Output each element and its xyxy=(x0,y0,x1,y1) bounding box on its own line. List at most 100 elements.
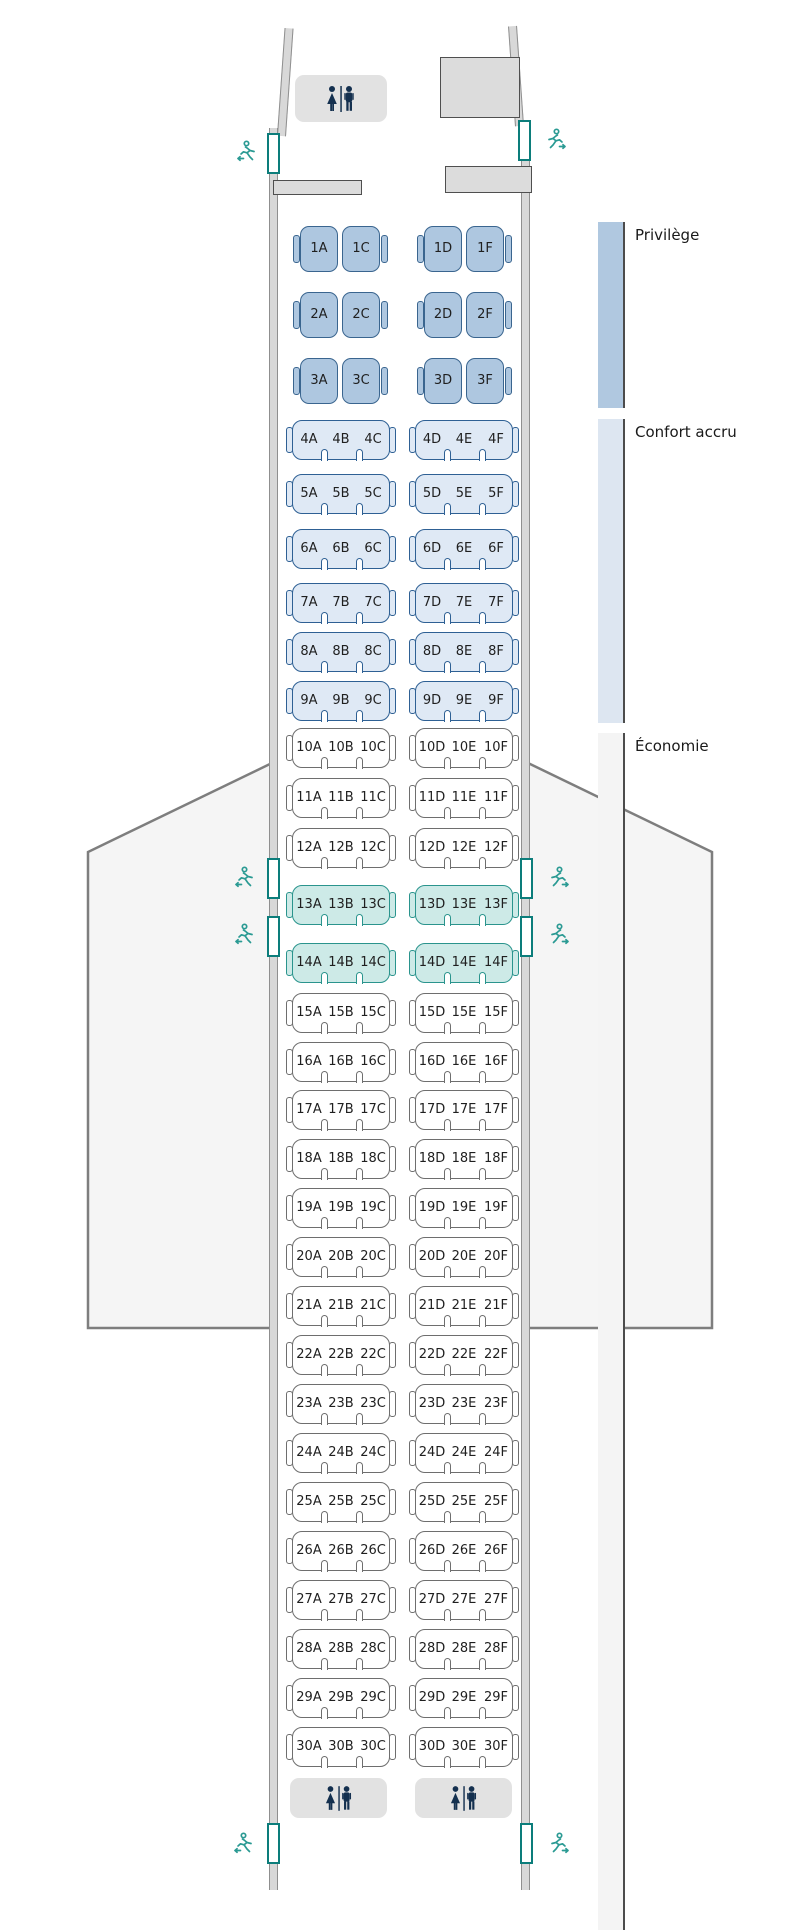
seat-12B[interactable]: 12B xyxy=(328,840,354,855)
seat-16A[interactable]: 16A xyxy=(296,1054,322,1069)
seat-14F[interactable]: 14F xyxy=(483,955,509,970)
seat-19F[interactable]: 19F xyxy=(483,1200,509,1215)
seat-8F[interactable]: 8F xyxy=(488,644,504,659)
seat-7C[interactable]: 7C xyxy=(364,595,382,610)
seat-19B[interactable]: 19B xyxy=(328,1200,354,1215)
seat-16C[interactable]: 16C xyxy=(360,1054,386,1069)
seat-15F[interactable]: 15F xyxy=(483,1005,509,1020)
seat-17C[interactable]: 17C xyxy=(360,1102,386,1117)
seat-26E[interactable]: 26E xyxy=(451,1543,477,1558)
seat-30D[interactable]: 30D xyxy=(418,1739,446,1754)
seat-24C[interactable]: 24C xyxy=(360,1445,386,1460)
seat-11A[interactable]: 11A xyxy=(296,790,322,805)
seat-17F[interactable]: 17F xyxy=(483,1102,509,1117)
seat-19D[interactable]: 19D xyxy=(418,1200,446,1215)
seat-18C[interactable]: 18C xyxy=(360,1151,386,1166)
seat-1F[interactable]: 1F xyxy=(466,226,504,272)
seat-25A[interactable]: 25A xyxy=(296,1494,322,1509)
seat-19A[interactable]: 19A xyxy=(296,1200,322,1215)
seat-5B[interactable]: 5B xyxy=(332,486,350,501)
seat-26F[interactable]: 26F xyxy=(483,1543,509,1558)
seat-22D[interactable]: 22D xyxy=(418,1347,446,1362)
seat-13A[interactable]: 13A xyxy=(296,897,322,912)
seat-20E[interactable]: 20E xyxy=(451,1249,477,1264)
seat-12C[interactable]: 12C xyxy=(360,840,386,855)
seat-23C[interactable]: 23C xyxy=(360,1396,386,1411)
seat-27D[interactable]: 27D xyxy=(418,1592,446,1607)
seat-23B[interactable]: 23B xyxy=(328,1396,354,1411)
seat-11B[interactable]: 11B xyxy=(328,790,354,805)
seat-21E[interactable]: 21E xyxy=(451,1298,477,1313)
seat-23F[interactable]: 23F xyxy=(483,1396,509,1411)
seat-30E[interactable]: 30E xyxy=(451,1739,477,1754)
seat-13B[interactable]: 13B xyxy=(328,897,354,912)
seat-25D[interactable]: 25D xyxy=(418,1494,446,1509)
seat-9C[interactable]: 9C xyxy=(364,693,382,708)
seat-7B[interactable]: 7B xyxy=(332,595,350,610)
seat-12D[interactable]: 12D xyxy=(418,840,446,855)
seat-12A[interactable]: 12A xyxy=(296,840,322,855)
seat-6A[interactable]: 6A xyxy=(300,541,318,556)
seat-22F[interactable]: 22F xyxy=(483,1347,509,1362)
seat-10F[interactable]: 10F xyxy=(483,740,509,755)
seat-8B[interactable]: 8B xyxy=(332,644,350,659)
seat-18F[interactable]: 18F xyxy=(483,1151,509,1166)
seat-4E[interactable]: 4E xyxy=(455,432,473,447)
seat-17E[interactable]: 17E xyxy=(451,1102,477,1117)
seat-8C[interactable]: 8C xyxy=(364,644,382,659)
seat-11D[interactable]: 11D xyxy=(418,790,446,805)
seat-26D[interactable]: 26D xyxy=(418,1543,446,1558)
seat-7A[interactable]: 7A xyxy=(300,595,318,610)
seat-12E[interactable]: 12E xyxy=(451,840,477,855)
seat-16D[interactable]: 16D xyxy=(418,1054,446,1069)
seat-29D[interactable]: 29D xyxy=(418,1690,446,1705)
seat-19E[interactable]: 19E xyxy=(451,1200,477,1215)
seat-29E[interactable]: 29E xyxy=(451,1690,477,1705)
seat-6D[interactable]: 6D xyxy=(422,541,442,556)
seat-25F[interactable]: 25F xyxy=(483,1494,509,1509)
seat-23E[interactable]: 23E xyxy=(451,1396,477,1411)
seat-27E[interactable]: 27E xyxy=(451,1592,477,1607)
seat-27A[interactable]: 27A xyxy=(296,1592,322,1607)
seat-9E[interactable]: 9E xyxy=(455,693,473,708)
seat-15E[interactable]: 15E xyxy=(451,1005,477,1020)
seat-15D[interactable]: 15D xyxy=(418,1005,446,1020)
seat-24B[interactable]: 24B xyxy=(328,1445,354,1460)
seat-26B[interactable]: 26B xyxy=(328,1543,354,1558)
seat-18E[interactable]: 18E xyxy=(451,1151,477,1166)
seat-9D[interactable]: 9D xyxy=(422,693,442,708)
seat-28D[interactable]: 28D xyxy=(418,1641,446,1656)
seat-25C[interactable]: 25C xyxy=(360,1494,386,1509)
seat-4D[interactable]: 4D xyxy=(422,432,442,447)
seat-23D[interactable]: 23D xyxy=(418,1396,446,1411)
seat-26A[interactable]: 26A xyxy=(296,1543,322,1558)
seat-6C[interactable]: 6C xyxy=(364,541,382,556)
seat-5D[interactable]: 5D xyxy=(422,486,442,501)
seat-17A[interactable]: 17A xyxy=(296,1102,322,1117)
seat-16B[interactable]: 16B xyxy=(328,1054,354,1069)
seat-7F[interactable]: 7F xyxy=(488,595,504,610)
seat-1D[interactable]: 1D xyxy=(424,226,462,272)
seat-24D[interactable]: 24D xyxy=(418,1445,446,1460)
seat-13D[interactable]: 13D xyxy=(418,897,446,912)
seat-19C[interactable]: 19C xyxy=(360,1200,386,1215)
seat-18D[interactable]: 18D xyxy=(418,1151,446,1166)
seat-7D[interactable]: 7D xyxy=(422,595,442,610)
seat-3F[interactable]: 3F xyxy=(466,358,504,404)
seat-24F[interactable]: 24F xyxy=(483,1445,509,1460)
seat-13C[interactable]: 13C xyxy=(360,897,386,912)
seat-14A[interactable]: 14A xyxy=(296,955,322,970)
seat-21D[interactable]: 21D xyxy=(418,1298,446,1313)
seat-24A[interactable]: 24A xyxy=(296,1445,322,1460)
seat-25E[interactable]: 25E xyxy=(451,1494,477,1509)
seat-10A[interactable]: 10A xyxy=(296,740,322,755)
seat-21B[interactable]: 21B xyxy=(328,1298,354,1313)
seat-28E[interactable]: 28E xyxy=(451,1641,477,1656)
seat-4A[interactable]: 4A xyxy=(300,432,318,447)
seat-29A[interactable]: 29A xyxy=(296,1690,322,1705)
seat-27C[interactable]: 27C xyxy=(360,1592,386,1607)
seat-30F[interactable]: 30F xyxy=(483,1739,509,1754)
seat-20C[interactable]: 20C xyxy=(360,1249,386,1264)
seat-18A[interactable]: 18A xyxy=(296,1151,322,1166)
seat-20A[interactable]: 20A xyxy=(296,1249,322,1264)
